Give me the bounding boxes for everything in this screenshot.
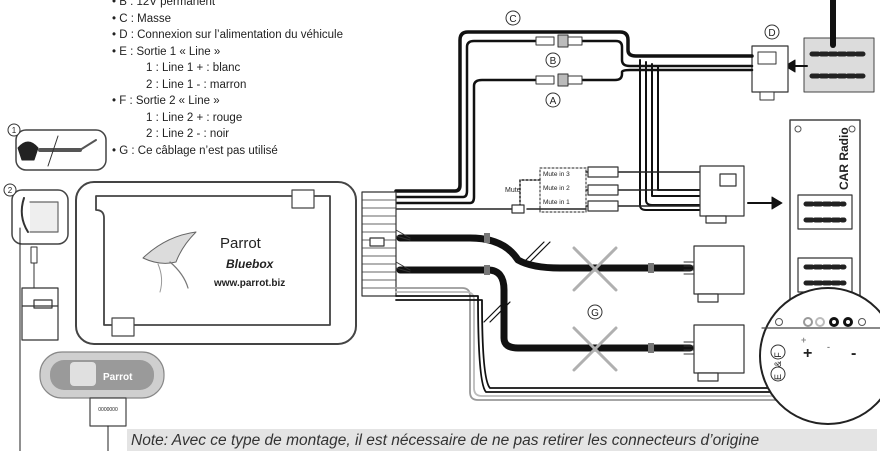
label-c: C	[509, 14, 516, 25]
legend-item: • D : Connexion sur l’alimentation du vé…	[112, 27, 442, 44]
cable-sleeves	[484, 233, 654, 353]
arrow-to-radio	[747, 196, 783, 210]
legend-text: 1 : Line 2 + : rouge	[146, 111, 243, 124]
legend-text: D : Connexion sur l’alimentation du véhi…	[119, 29, 343, 41]
label-and: &	[773, 361, 783, 367]
legend-bullet: •	[112, 29, 117, 41]
label-step-2: 2	[8, 186, 13, 195]
legend-item: • E : Sortie 1 « Line »	[112, 44, 442, 61]
label-plus-big: +	[803, 345, 812, 362]
adapter-connector	[21, 287, 59, 341]
unused-connectors	[693, 245, 745, 382]
legend: • B : 12V permanent• C : Masse• D : Conn…	[112, 0, 442, 159]
legend-text: 1 : Line 1 + : blanc	[146, 62, 241, 74]
step-1-illustration	[15, 129, 107, 171]
legend-text: 2 : Line 1 - : marron	[146, 78, 247, 91]
mute-plugs	[511, 166, 619, 214]
bluebox-connector	[361, 191, 397, 297]
label-plus-small: +	[801, 335, 806, 345]
legend-text: B : 12V permanent	[119, 0, 216, 8]
legend-item: • B : 12V permanent	[112, 0, 442, 11]
label-mute-in-1: Mute in 1	[543, 199, 570, 206]
label-e: E	[773, 374, 783, 380]
not-used-crosses	[572, 246, 618, 372]
line-out-cables	[395, 287, 849, 411]
label-d: D	[768, 28, 775, 39]
legend-bullet: •	[112, 0, 117, 8]
legend-item: 1 : Line 1 + : blanc	[112, 60, 442, 77]
label-minus-big: -	[851, 345, 856, 362]
label-mute: Mute	[505, 187, 521, 194]
label-g: G	[591, 308, 599, 319]
iso-connector-d	[751, 45, 789, 101]
supply-cables	[394, 30, 754, 211]
connector-leads	[395, 229, 695, 355]
legend-item: 2 : Line 2 - : noir	[112, 126, 442, 143]
legend-bullet: •	[112, 144, 117, 157]
display-code: 0000000	[98, 407, 118, 413]
label-f: F	[773, 352, 783, 358]
diagram-labels: C B A D G 1 2 Mute Mute in 3 Mute in 2 M…	[8, 14, 857, 413]
label-circles	[3, 10, 780, 320]
iso-connector-main	[699, 165, 745, 224]
installation-note: Note: Avec ce type de montage, il est né…	[127, 429, 877, 451]
legend-item: • F : Sortie 2 « Line »	[112, 93, 442, 110]
legend-item: • G : Ce câblage n’est pas utilisé	[112, 143, 442, 160]
legend-item: 1 : Line 2 + : rouge	[112, 110, 442, 127]
legend-text: F : Sortie 2 « Line »	[119, 95, 220, 107]
jack-plug	[19, 227, 38, 451]
fuse-holder-a	[535, 73, 583, 87]
legend-bullet: •	[112, 45, 117, 58]
legend-text: E : Sortie 1 « Line »	[119, 45, 221, 58]
bluebox-unit	[75, 181, 357, 345]
legend-text: 2 : Line 2 - : noir	[146, 128, 230, 140]
legend-text: C : Masse	[119, 12, 171, 25]
step-2-illustration	[11, 189, 69, 245]
label-a: A	[550, 96, 557, 107]
rca-zoom-view	[759, 287, 880, 425]
car-radio-unit	[789, 119, 861, 301]
label-mute-in-3: Mute in 3	[543, 171, 570, 178]
legend-text: G : Ce câblage n’est pas utilisé	[119, 144, 278, 157]
legend-item: • C : Masse	[112, 11, 442, 28]
label-step-1: 1	[12, 126, 17, 135]
bluebox-brand: Parrot	[220, 235, 262, 252]
legend-bullet: •	[112, 95, 117, 107]
display-brand: Parrot	[103, 372, 133, 383]
label-minus: -	[827, 342, 830, 352]
parrot-display	[39, 351, 165, 451]
car-radio-label: CAR Radio	[837, 127, 851, 190]
label-mute-in-2: Mute in 2	[543, 185, 570, 192]
vehicle-supply-connector	[784, 0, 875, 93]
bluebox-model: Bluebox	[226, 257, 275, 271]
label-b: B	[550, 56, 557, 67]
legend-item: 2 : Line 1 - : marron	[112, 77, 442, 94]
cable-breaks	[483, 241, 551, 323]
fuse-holder-b	[535, 34, 583, 48]
legend-bullet: •	[112, 12, 117, 25]
unused-cables	[396, 234, 694, 352]
bluebox-url: www.parrot.biz	[213, 278, 285, 289]
